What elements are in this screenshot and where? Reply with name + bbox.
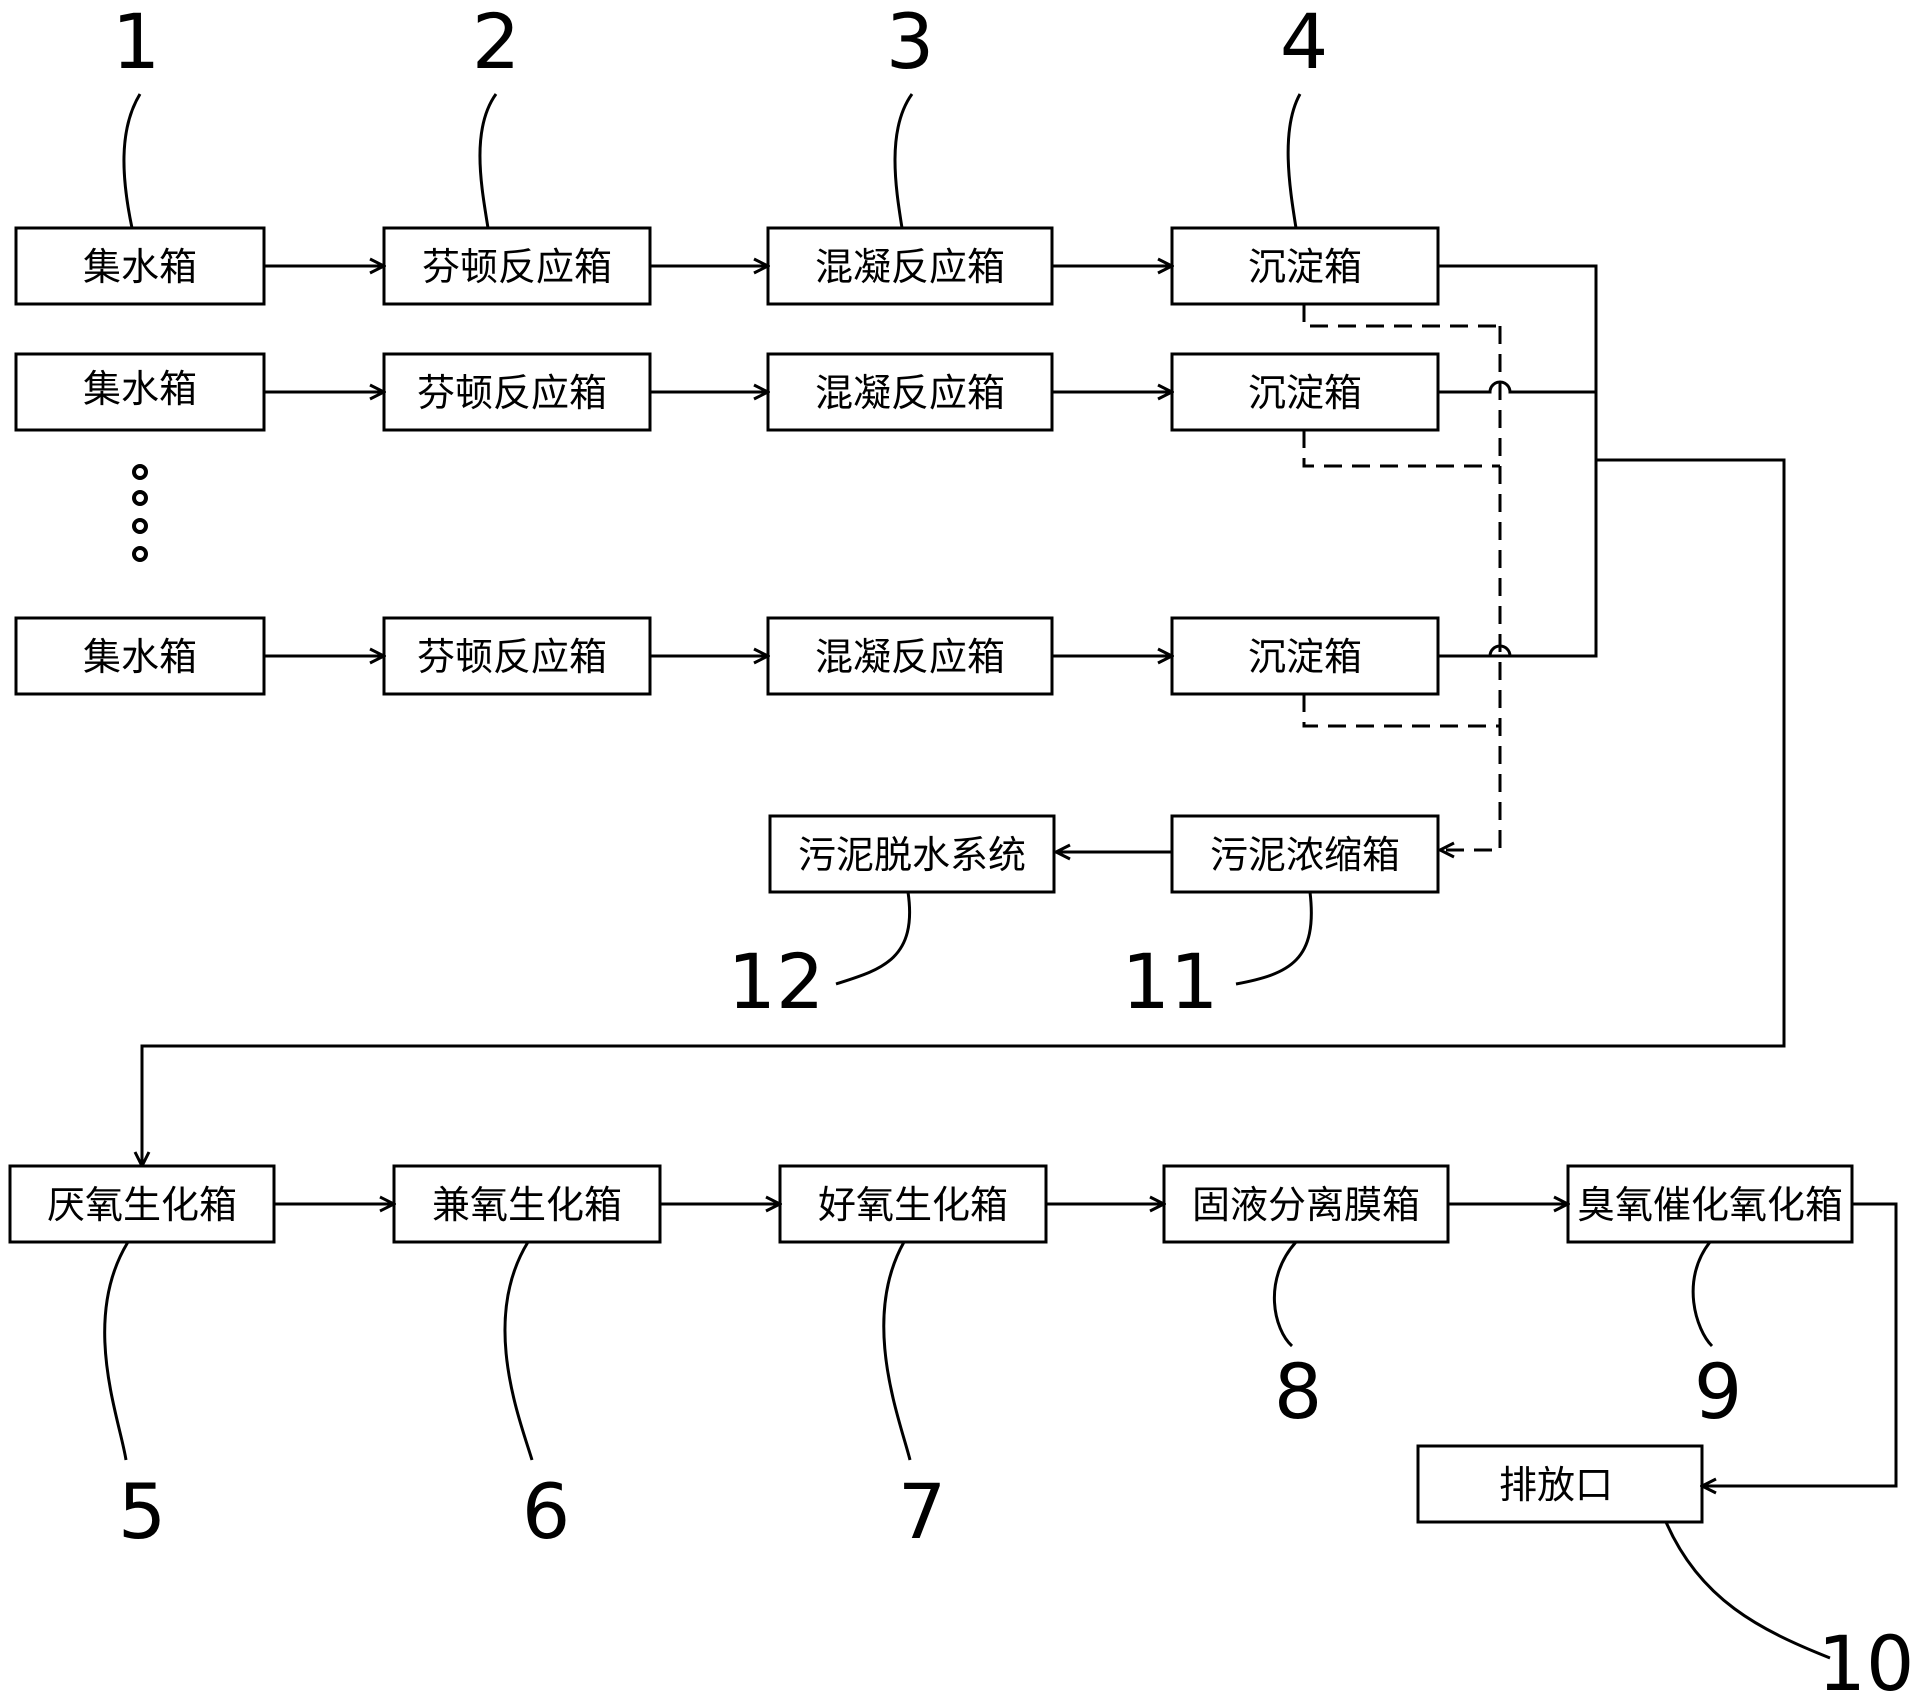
ref-12-label: 12 [728,937,825,1026]
sludge-line-row3 [1302,694,1500,728]
fenton-tank-3-label: 芬顿反应箱 [417,635,607,679]
ozone-oxidation-tank: 臭氧催化氧化箱 [1566,1164,1854,1244]
facultative-tank: 兼氧生化箱 [392,1164,662,1244]
sludge-dewatering-system: 污泥脱水系统 [768,814,1056,894]
ref-4-label: 4 [1280,0,1328,86]
ref-10-label: 10 [1818,1619,1915,1698]
aerobic-tank-label: 好氧生化箱 [818,1183,1008,1227]
anaerobic-tank-label: 厌氧生化箱 [47,1183,237,1227]
ref-8-label: 8 [1274,1347,1322,1436]
ref-7-label: 7 [898,1467,946,1556]
collection-tank-3-label: 集水箱 [83,635,197,679]
ozone-oxidation-tank-label: 臭氧催化氧化箱 [1577,1183,1843,1227]
ref-9: 9 [1691,1241,1742,1436]
fenton-tank-1-label: 芬顿反应箱 [422,245,612,289]
coagulation-tank-3: 混凝反应箱 [766,616,1054,696]
fenton-tank-1: 芬顿反应箱 [382,226,652,306]
discharge-outlet: 排放口 [1416,1444,1704,1524]
effluent-main-line [142,458,1786,1166]
fenton-tank-2: 芬顿反应箱 [382,352,652,432]
coagulation-tank-1-label: 混凝反应箱 [815,245,1005,289]
sedimentation-tank-1: 沉淀箱 [1170,226,1440,306]
ref-10: 10 [1664,1521,1915,1698]
ref-11: 11 [1122,891,1313,1026]
sludge-thickening-tank-label: 污泥浓缩箱 [1210,833,1400,877]
ref-6: 6 [503,1241,570,1556]
coagulation-tank-2-label: 混凝反应箱 [815,371,1005,415]
facultative-tank-label: 兼氧生化箱 [432,1183,622,1227]
fenton-tank-2-label: 芬顿反应箱 [417,371,607,415]
ref-11-label: 11 [1122,937,1219,1026]
sedimentation-tank-2-label: 沉淀箱 [1248,371,1362,415]
ref-8: 8 [1273,1241,1322,1436]
outlet-line [1702,1202,1898,1486]
membrane-separation-tank: 固液分离膜箱 [1162,1164,1450,1244]
coagulation-tank-2: 混凝反应箱 [766,352,1054,432]
aerobic-tank: 好氧生化箱 [778,1164,1048,1244]
collection-tank-2: 集水箱 [14,352,266,432]
ref-7: 7 [882,1241,946,1556]
ref-2: 2 [472,0,520,229]
ref-3: 3 [886,0,934,229]
sludge-line-row2 [1302,430,1500,468]
sludge-line-row1 [1302,304,1500,328]
collection-tank-2-label: 集水箱 [83,367,197,411]
collection-tank-1-label: 集水箱 [83,245,197,289]
coagulation-tank-3-label: 混凝反应箱 [815,635,1005,679]
ref-1: 1 [112,0,160,229]
sludge-thickening-tank: 污泥浓缩箱 [1170,814,1440,894]
fenton-tank-3: 芬顿反应箱 [382,616,652,696]
sludge-collector-line [1440,326,1502,850]
membrane-separation-tank-label: 固液分离膜箱 [1192,1183,1420,1227]
ref-1-label: 1 [112,0,160,86]
ellipsis-dots [132,464,148,562]
ref-3-label: 3 [886,0,934,86]
discharge-outlet-label: 排放口 [1499,1463,1613,1507]
ref-4: 4 [1280,0,1328,229]
ref-9-label: 9 [1694,1347,1742,1436]
sedimentation-tank-2: 沉淀箱 [1170,352,1440,432]
ref-6-label: 6 [522,1467,570,1556]
collection-tank-3: 集水箱 [14,616,266,696]
sedimentation-tank-1-label: 沉淀箱 [1248,245,1362,289]
coagulation-tank-1: 混凝反应箱 [766,226,1054,306]
anaerobic-tank: 厌氧生化箱 [8,1164,276,1244]
ref-2-label: 2 [472,0,520,86]
ref-5-label: 5 [118,1467,166,1556]
sedimentation-tank-3-label: 沉淀箱 [1248,635,1362,679]
sedimentation-tank-3: 沉淀箱 [1170,616,1440,696]
sludge-dewatering-system-label: 污泥脱水系统 [798,833,1026,877]
ref-5: 5 [103,1241,166,1556]
collection-tank-1: 集水箱 [14,226,266,306]
ref-12: 12 [728,891,911,1026]
effluent-branch-row2 [1438,380,1596,394]
